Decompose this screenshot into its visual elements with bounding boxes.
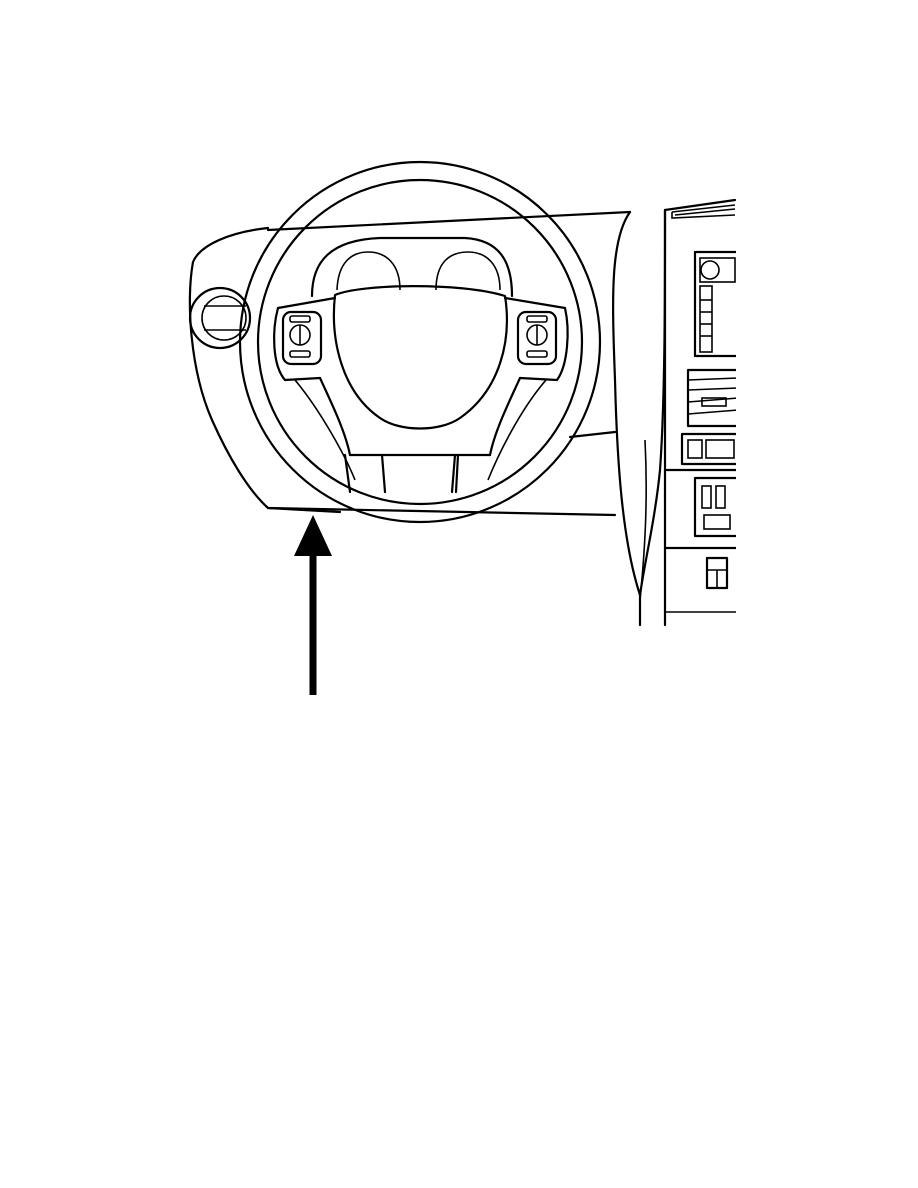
center-stack-lower-switch [665, 556, 738, 613]
center-stack-vents [686, 368, 740, 428]
callout-arrow [294, 515, 332, 695]
steering-wheel [238, 160, 602, 524]
left-spoke-controls [281, 310, 323, 366]
left-dash-panel [188, 210, 632, 517]
dash-step [568, 430, 617, 439]
instrument-cluster [310, 236, 514, 298]
steering-wheel-hub [273, 285, 569, 494]
steering-column [343, 453, 457, 494]
right-spoke-controls [516, 310, 558, 366]
center-stack-switches [663, 476, 742, 550]
center-stack-radio [693, 250, 742, 358]
center-stack-trim [612, 198, 737, 627]
right-crop-mask [736, 0, 918, 1188]
left-air-vent [188, 286, 252, 350]
center-stack-climate [663, 432, 740, 472]
